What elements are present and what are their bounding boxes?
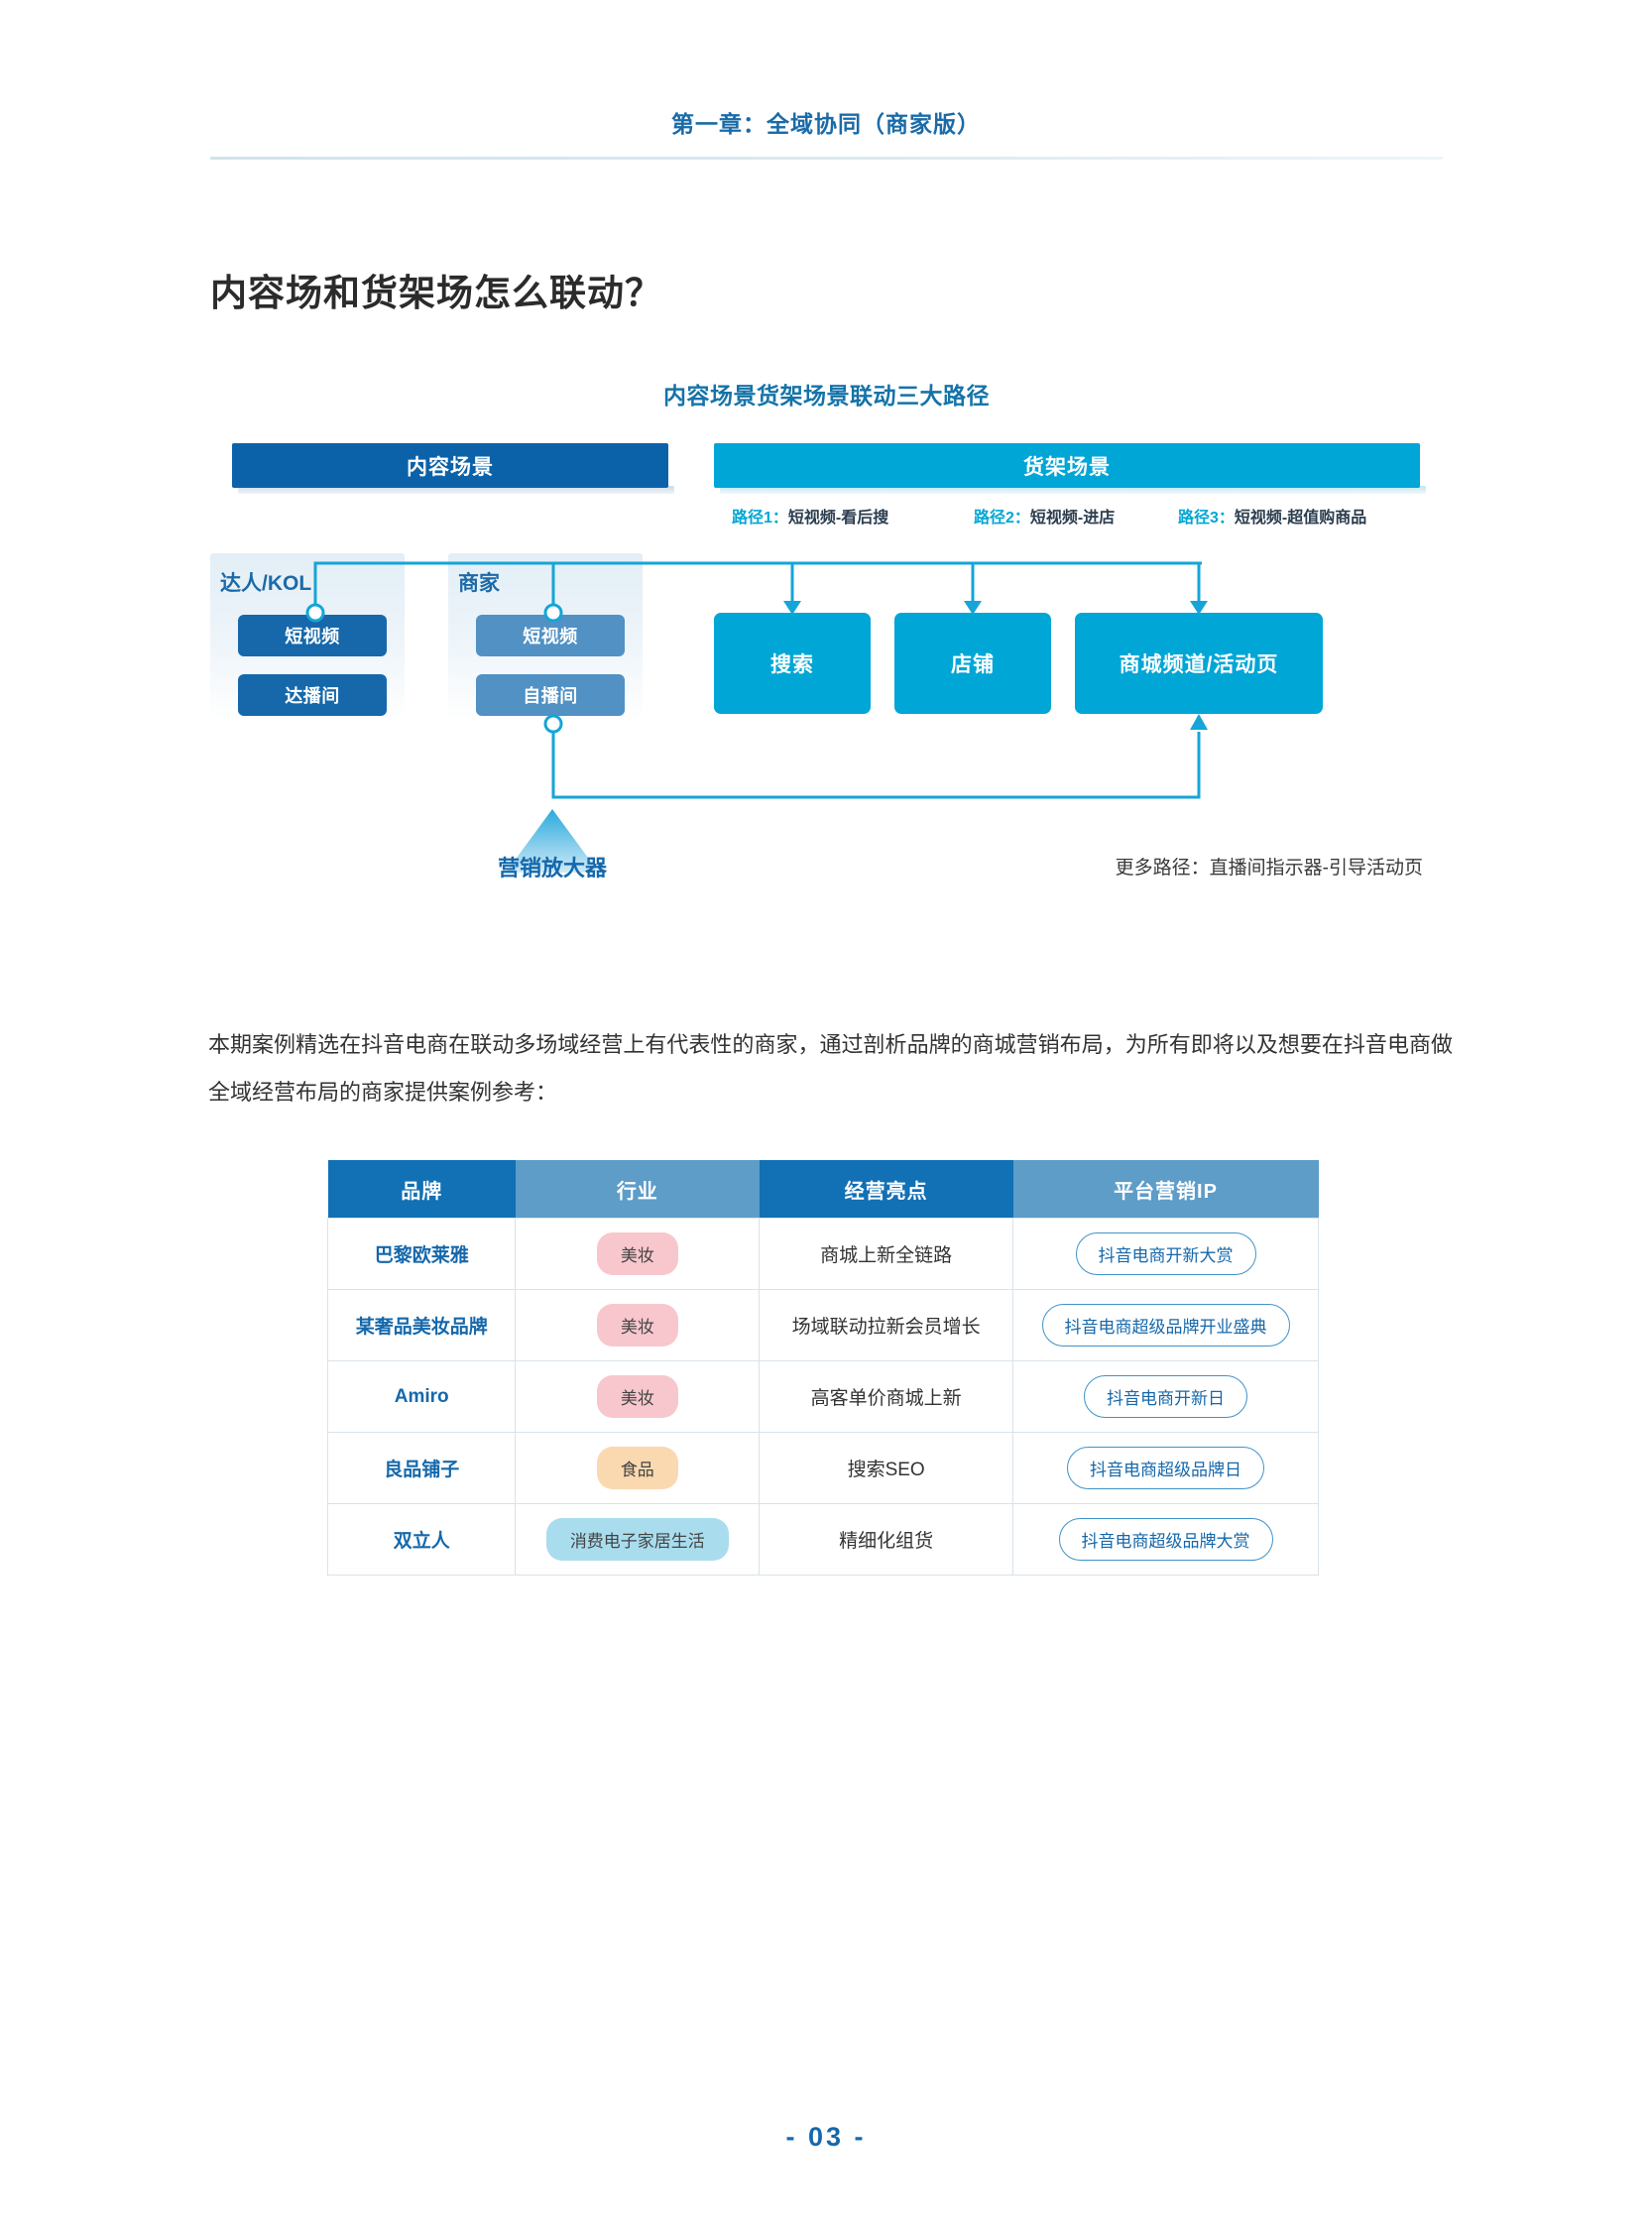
table-row: 双立人消费电子家居生活精细化组货 抖音电商超级品牌大赏 xyxy=(326,1503,1319,1576)
path-3-key: 路径3： xyxy=(1178,510,1235,527)
cell-industry: 食品 xyxy=(515,1432,761,1504)
marketing-ip-tag: 抖音电商超级品牌大赏 xyxy=(1058,1518,1273,1561)
table-row: Amiro 美妆 高客单价商城上新 抖音电商开新日 xyxy=(326,1360,1319,1433)
more-paths-label: 更多路径：直播间指示器-引导活动页 xyxy=(1115,858,1423,878)
cell-marketing-ip: 抖音电商超级品牌开业盛典 xyxy=(1012,1289,1319,1361)
col-header-ip: 平台营销IP xyxy=(1012,1160,1319,1219)
col-header-brand: 品牌 xyxy=(327,1160,516,1219)
table-row: 良品铺子 食品 搜索SEO 抖音电商超级品牌日 xyxy=(326,1432,1319,1504)
cell-highlight: 场域联动拉新会员增长 xyxy=(759,1289,1014,1361)
case-table: 品牌 行业 经营亮点 平台营销IP 巴黎欧莱雅美妆商城上新全链路抖音电商开新大赏… xyxy=(326,1160,1319,1576)
cell-industry: 美妆 xyxy=(515,1360,761,1433)
col-header-highlight: 经营亮点 xyxy=(759,1160,1013,1219)
cell-marketing-ip: 抖音电商超级品牌日 xyxy=(1012,1432,1319,1504)
page-title: 内容场和货架场怎么联动？ xyxy=(210,273,662,313)
table-row: 某奢品美妆品牌 美妆 场域联动拉新会员增长抖音电商超级品牌开业盛典 xyxy=(326,1289,1319,1361)
table-row: 巴黎欧莱雅 美妆 商城上新全链路 抖音电商开新大赏 xyxy=(326,1218,1319,1290)
destination-search: 搜索 xyxy=(714,613,871,714)
path-1-value: 短视频-看后搜 xyxy=(787,510,889,527)
industry-pill: 美妆 xyxy=(596,1304,678,1347)
marketing-ip-tag: 抖音电商开新日 xyxy=(1084,1375,1248,1418)
kol-livestream-chip: 达播间 xyxy=(238,674,387,716)
shelf-bar-shadow xyxy=(720,486,1426,494)
connector-wires xyxy=(305,561,1208,873)
path-2-value: 短视频-进店 xyxy=(1029,510,1116,527)
cell-brand: 良品铺子 xyxy=(326,1432,517,1504)
path-3-value: 短视频-超值购商品 xyxy=(1234,510,1367,527)
cell-industry: 美妆 xyxy=(515,1289,761,1361)
shelf-scene-bar: 货架场景 xyxy=(714,443,1420,488)
cell-highlight: 精细化组货 xyxy=(759,1503,1014,1576)
diagram-title: 内容场景货架场景联动三大路径 xyxy=(663,383,990,409)
industry-pill: 美妆 xyxy=(596,1232,678,1275)
running-head: 第一章：全域协同（商家版） xyxy=(671,111,981,137)
cell-highlight: 高客单价商城上新 xyxy=(759,1360,1014,1433)
cell-brand: 巴黎欧莱雅 xyxy=(326,1218,517,1290)
cell-marketing-ip: 抖音电商超级品牌大赏 xyxy=(1012,1503,1319,1576)
content-bar-shadow xyxy=(238,486,674,494)
page-number: - 03 - xyxy=(785,2122,867,2152)
cell-highlight: 搜索SEO xyxy=(759,1432,1014,1504)
cell-industry: 美妆 xyxy=(515,1218,761,1290)
path-label-2: 路径2：短视频-进店 xyxy=(974,504,1115,527)
marketing-ip-tag: 抖音电商超级品牌开业盛典 xyxy=(1041,1304,1290,1347)
col-header-industry: 行业 xyxy=(515,1160,760,1219)
marketing-ip-tag: 抖音电商开新大赏 xyxy=(1075,1232,1256,1275)
merchant-livestream-chip: 自播间 xyxy=(476,674,625,716)
table-head: 品牌 行业 经营亮点 平台营销IP xyxy=(327,1160,1319,1219)
path-label-1: 路径1：短视频-看后搜 xyxy=(732,504,888,527)
amplifier-label: 营销放大器 xyxy=(498,856,608,880)
content-scene-bar: 内容场景 xyxy=(232,443,668,488)
cell-highlight: 商城上新全链路 xyxy=(759,1218,1014,1290)
path-1-key: 路径1： xyxy=(732,510,788,527)
path-label-3: 路径3：短视频-超值购商品 xyxy=(1178,504,1366,527)
kol-group-label: 达人/KOL xyxy=(220,572,312,595)
cell-brand: 双立人 xyxy=(326,1503,517,1576)
table-body: 巴黎欧莱雅美妆商城上新全链路抖音电商开新大赏某奢品美妆品牌美妆场域联动拉新会员增… xyxy=(326,1218,1319,1576)
destination-shop: 店铺 xyxy=(894,613,1051,714)
cell-brand: 某奢品美妆品牌 xyxy=(326,1289,517,1361)
industry-pill: 消费电子家居生活 xyxy=(545,1518,729,1561)
cell-marketing-ip: 抖音电商开新日 xyxy=(1012,1360,1319,1433)
cell-brand: Amiro xyxy=(326,1360,517,1433)
merchant-group-label: 商家 xyxy=(458,572,500,595)
header-divider xyxy=(210,157,1443,160)
path-2-key: 路径2： xyxy=(974,510,1030,527)
table-header-row: 品牌 行业 经营亮点 平台营销IP xyxy=(327,1160,1319,1219)
destination-mall: 商城频道/活动页 xyxy=(1075,613,1323,714)
industry-pill: 美妆 xyxy=(596,1375,678,1418)
marketing-ip-tag: 抖音电商超级品牌日 xyxy=(1067,1447,1265,1489)
intro-paragraph: 本期案例精选在抖音电商在联动多场域经营上有代表性的商家，通过剖析品牌的商城营销布… xyxy=(208,1032,1453,1105)
cell-industry: 消费电子家居生活 xyxy=(515,1503,761,1576)
flow-diagram: 内容场景货架场景联动三大路径 内容场景 货架场景 路径1：短视频-看后搜 路径2… xyxy=(210,377,1443,952)
cell-marketing-ip: 抖音电商开新大赏 xyxy=(1012,1218,1319,1290)
path-label-row: 路径1：短视频-看后搜 路径2：短视频-进店 路径3：短视频-超值购商品 xyxy=(714,504,1420,531)
industry-pill: 食品 xyxy=(596,1447,678,1489)
